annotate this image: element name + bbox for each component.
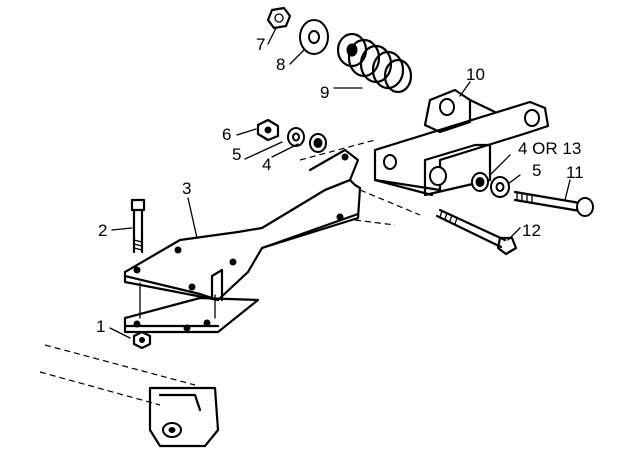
leader-lines xyxy=(109,27,571,339)
long-arm xyxy=(299,88,550,226)
lower-bracket-plate xyxy=(123,282,260,334)
bolt-2 xyxy=(130,198,146,254)
spacer-4-or-13 xyxy=(471,172,489,192)
callout-11: 11 xyxy=(566,163,584,182)
washer-8 xyxy=(299,19,329,55)
callout-labels: 1 2 3 4 5 6 7 8 9 10 4 OR 13 5 11 12 xyxy=(96,35,584,336)
frame-tube xyxy=(39,344,220,448)
bolt-11 xyxy=(513,190,594,217)
callout-8: 8 xyxy=(276,55,285,74)
callout-12: 12 xyxy=(522,221,541,240)
spacer-4-upper xyxy=(309,133,327,153)
callout-5-lower: 5 xyxy=(532,161,541,180)
washer-5-lower xyxy=(490,176,510,198)
callout-9: 9 xyxy=(320,83,329,102)
callout-6: 6 xyxy=(222,125,231,144)
spring xyxy=(336,32,413,94)
callout-10: 10 xyxy=(466,65,485,84)
nut-1 xyxy=(132,330,152,350)
callout-2: 2 xyxy=(98,221,107,240)
bolt-12 xyxy=(435,208,518,256)
callout-1: 1 xyxy=(96,317,105,336)
nut-7 xyxy=(266,6,292,30)
washer-5-upper xyxy=(287,127,305,147)
callout-5-upper: 5 xyxy=(232,145,241,164)
callout-4-or-13: 4 OR 13 xyxy=(518,139,581,158)
callout-3: 3 xyxy=(182,179,191,198)
nut-6 xyxy=(256,118,280,142)
callout-4-upper: 4 xyxy=(262,155,271,174)
callout-7: 7 xyxy=(256,35,265,54)
main-bracket xyxy=(123,148,362,302)
